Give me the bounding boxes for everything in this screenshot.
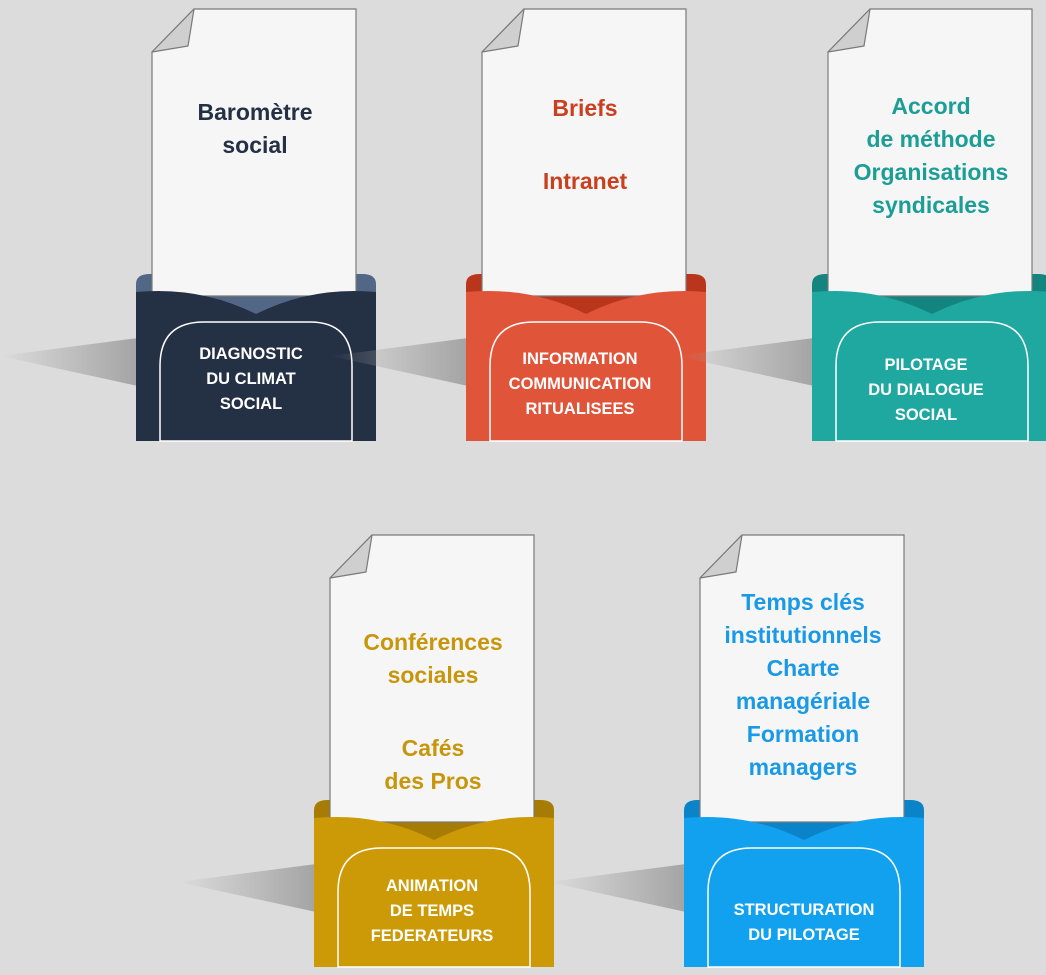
card-graphic bbox=[676, 8, 1046, 442]
card-graphic bbox=[330, 8, 706, 442]
cast-shadow bbox=[0, 338, 138, 386]
folder-label: INFORMATION COMMUNICATION RITUALISEES bbox=[480, 347, 680, 422]
cast-shadow bbox=[178, 864, 316, 912]
folder-label: ANIMATION DE TEMPS FEDERATEURS bbox=[342, 874, 522, 949]
label-line: RITUALISEES bbox=[525, 400, 635, 418]
paper-line: syndicales bbox=[872, 192, 990, 218]
label-line: FEDERATEURS bbox=[370, 927, 494, 945]
folder-tab bbox=[489, 321, 683, 442]
label-line: PILOTAGE bbox=[884, 356, 968, 374]
cast-shadow bbox=[676, 338, 814, 386]
paper-line: managers bbox=[748, 754, 858, 780]
cast-shadow bbox=[548, 864, 686, 912]
label-line: INFORMATION bbox=[522, 350, 638, 368]
paper-line: Accord bbox=[891, 93, 971, 119]
card-graphic bbox=[178, 534, 554, 968]
folder-tab bbox=[337, 847, 531, 968]
paper-line: managériale bbox=[735, 688, 871, 714]
paper-line: de méthode bbox=[866, 126, 996, 152]
card-graphic bbox=[0, 8, 376, 442]
label-line: DU PILOTAGE bbox=[748, 926, 860, 944]
paper-line: Temps clés bbox=[741, 589, 865, 615]
paper-line: Organisations bbox=[853, 159, 1009, 185]
card-diagnostic: Baromètre social DIAGNOSTIC DU CLIMAT SOCIA… bbox=[0, 4, 380, 449]
label-line: DU DIALOGUE bbox=[868, 381, 984, 399]
paper-fold-corner bbox=[481, 8, 525, 53]
cast-shadow bbox=[330, 338, 468, 386]
paper-line: Charte bbox=[766, 655, 840, 681]
label-line: STRUCTURATION bbox=[733, 901, 875, 919]
paper-line: social bbox=[222, 132, 288, 158]
paper-line: Formation bbox=[746, 721, 860, 747]
label-line: SOCIAL bbox=[894, 406, 958, 424]
paper-fold-corner bbox=[151, 8, 195, 53]
card-graphic bbox=[548, 534, 924, 968]
folder-tab bbox=[835, 321, 1029, 442]
label-line: DU CLIMAT bbox=[206, 370, 296, 388]
paper-line: Cafés bbox=[401, 735, 465, 761]
folder-label: STRUCTURATION DU PILOTAGE bbox=[704, 898, 904, 948]
folder-label: DIAGNOSTIC DU CLIMAT SOCIAL bbox=[166, 342, 336, 417]
paper-line: sociales bbox=[387, 662, 479, 688]
paper-spacer bbox=[472, 125, 698, 165]
paper-line: Baromètre bbox=[197, 99, 313, 125]
paper-line: Briefs bbox=[552, 95, 618, 121]
label-line: DIAGNOSTIC bbox=[199, 345, 303, 363]
folder-label: PILOTAGE DU DIALOGUE SOCIAL bbox=[836, 353, 1016, 428]
label-line: DE TEMPS bbox=[389, 902, 475, 920]
paper-line: des Pros bbox=[384, 768, 482, 794]
paper-fold-corner bbox=[699, 534, 743, 579]
label-line: ANIMATION bbox=[385, 877, 479, 895]
paper-fold-corner bbox=[329, 534, 373, 579]
label-line: COMMUNICATION bbox=[508, 375, 652, 393]
paper-line: Intranet bbox=[542, 168, 628, 194]
paper-text: Baromètre social bbox=[142, 96, 368, 162]
label-line: SOCIAL bbox=[219, 395, 283, 413]
folder-tab bbox=[707, 847, 901, 968]
paper-line: Conférences bbox=[363, 629, 503, 655]
paper-fold-corner bbox=[827, 8, 871, 53]
paper-line: institutionnels bbox=[724, 622, 882, 648]
paper-spacer bbox=[320, 692, 546, 732]
